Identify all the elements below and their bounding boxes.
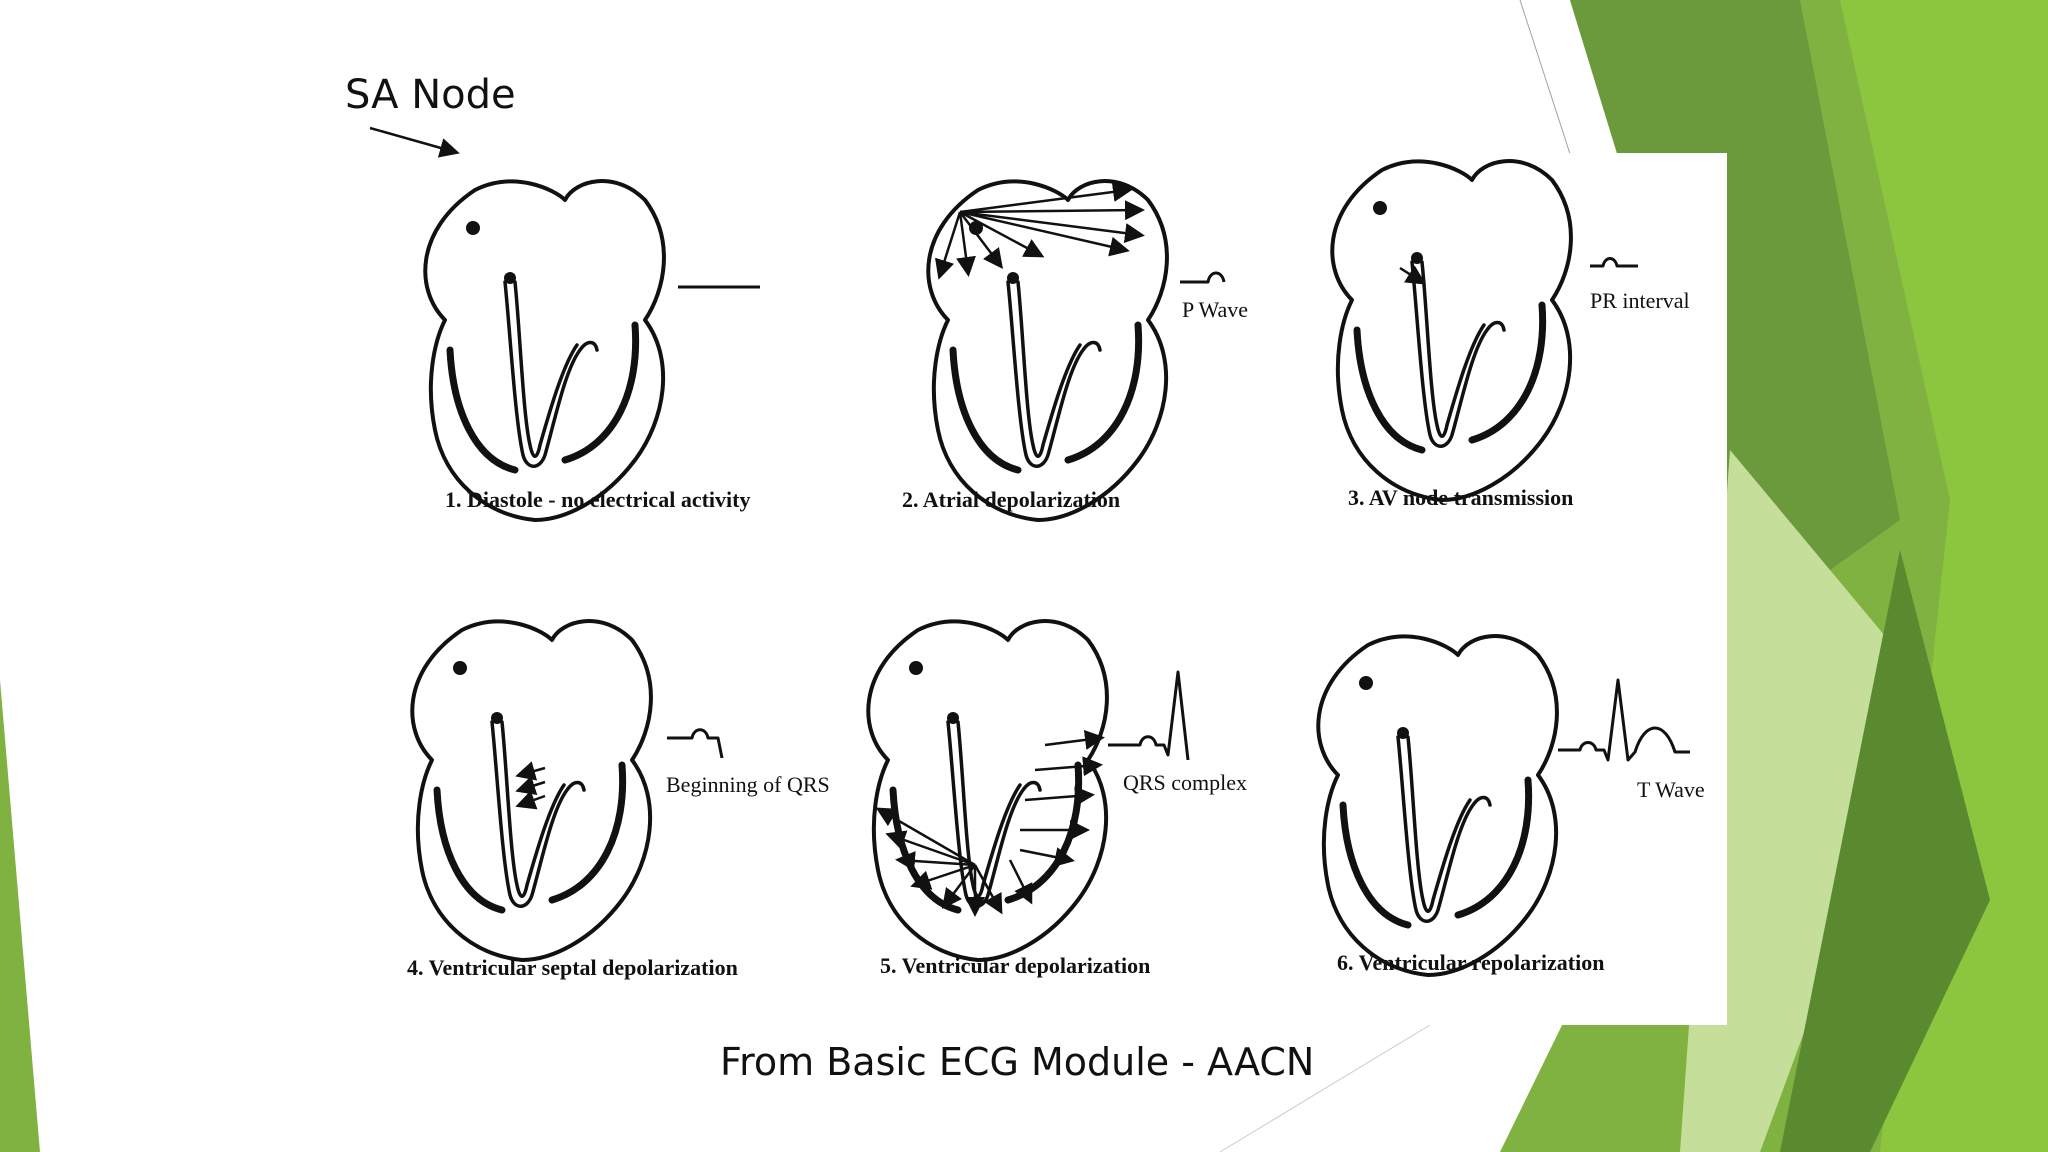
ecg-trace-6 bbox=[1558, 678, 1690, 762]
heart-diagram-4 bbox=[412, 621, 651, 960]
wave-label-2: P Wave bbox=[1182, 297, 1249, 322]
wave-label-5: QRS complex bbox=[1123, 770, 1248, 795]
av-node-arrow bbox=[1399, 265, 1427, 285]
green-shape-left bbox=[0, 680, 40, 1152]
wave-label-3: PR interval bbox=[1590, 288, 1690, 313]
caption-panel-3: 3. AV node transmission bbox=[1348, 485, 1574, 510]
atrial-arrows bbox=[935, 182, 1145, 280]
caption-panel-2: 2. Atrial depolarization bbox=[902, 487, 1121, 512]
sa-node-label: SA Node bbox=[345, 72, 516, 118]
septal-arrows bbox=[515, 761, 546, 810]
ecg-trace-4 bbox=[667, 728, 724, 759]
ventricular-arrows bbox=[875, 729, 1105, 917]
wave-label-6: T Wave bbox=[1637, 777, 1705, 802]
green-shape-right-4 bbox=[1680, 450, 1930, 1152]
caption-panel-6: 6. Ventricular repolarization bbox=[1337, 950, 1605, 975]
ecg-trace-2 bbox=[1180, 271, 1226, 284]
wave-label-4: Beginning of QRS bbox=[666, 772, 830, 797]
heart-diagram-3 bbox=[1332, 161, 1571, 500]
heart-diagram-6 bbox=[1318, 636, 1557, 975]
ecg-trace-5 bbox=[1108, 670, 1190, 761]
heart-diagram-5 bbox=[868, 621, 1107, 960]
source-citation: From Basic ECG Module - AACN bbox=[720, 1040, 1315, 1084]
green-shape-right-3 bbox=[1840, 0, 2048, 1152]
caption-panel-4: 4. Ventricular septal depolarization bbox=[407, 955, 738, 980]
ecg-trace-3 bbox=[1590, 257, 1638, 268]
heart-diagram-1 bbox=[425, 181, 664, 520]
caption-panel-5: 5. Ventricular depolarization bbox=[880, 953, 1151, 978]
caption-panel-1: 1. Diastole - no electrical activity bbox=[445, 487, 751, 512]
sa-node-arrow bbox=[369, 126, 460, 158]
green-shape-right-5 bbox=[1780, 550, 1990, 1152]
